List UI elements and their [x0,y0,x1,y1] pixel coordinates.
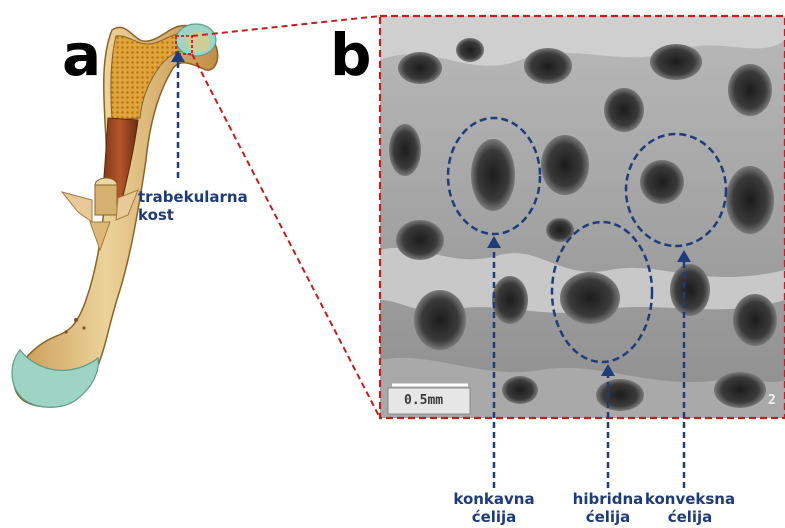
label-trabecular-line1: trabekularna [138,188,248,206]
label-concave-cell: konkavna ćelija [448,490,540,526]
label-convex-line1: konveksna [640,490,740,508]
figure-number: 2 [768,393,776,408]
scale-bar-label: 0.5mm [404,393,443,408]
label-convex-cell: konveksna ćelija [640,490,740,526]
zoom-line-bottom [192,54,380,418]
label-convex-line2: ćelija [640,508,740,526]
periosteum-flap-left [62,192,92,222]
label-trabecular-line2: kost [138,206,248,224]
label-trabecular-bone: trabekularna kost [138,188,248,224]
label-concave-line2: ćelija [448,508,540,526]
label-concave-line1: konkavna [448,490,540,508]
panel-label-a: a [62,26,101,84]
panel-label-b: b [330,26,372,84]
